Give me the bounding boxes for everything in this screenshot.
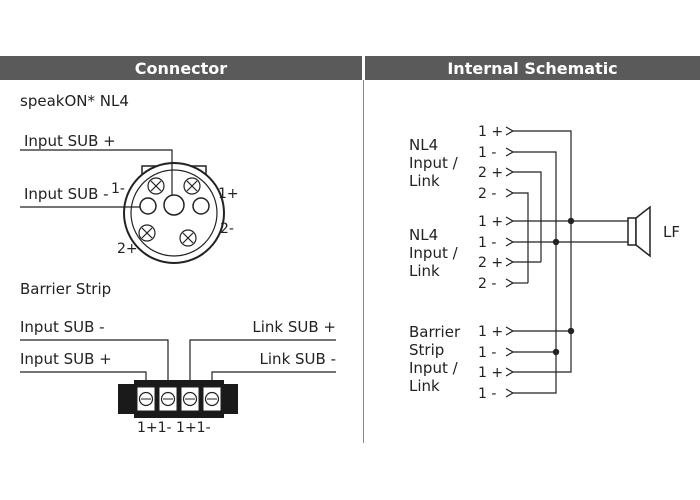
- speaker-label: LF: [663, 223, 680, 241]
- g2-pin-1plus: 1 +: [478, 214, 503, 230]
- group-1-line-3: Link: [409, 172, 440, 190]
- group-3-line-3: Input /: [409, 359, 459, 377]
- screw-terminal-3: [138, 224, 156, 242]
- wire-g1-2minus: [513, 192, 529, 283]
- group-2-line-2: Input /: [409, 244, 459, 262]
- barrier-wire-input-plus: [20, 371, 147, 386]
- screw-terminal-4: [179, 229, 197, 247]
- g1-pin-2minus: 2 -: [478, 186, 496, 202]
- speakon-pin-right: [192, 197, 210, 215]
- panel-divider: [363, 80, 364, 443]
- group-2-line-3: Link: [409, 262, 440, 280]
- pin-1-plus-label: 1+: [218, 186, 239, 202]
- schematic-wiring: [505, 126, 628, 398]
- group-1-line-2: Input /: [409, 154, 459, 172]
- schematic-header-label: Internal Schematic: [447, 58, 618, 78]
- pin-2-plus-label: 2+: [117, 241, 138, 257]
- barrier-input-plus-label: Input SUB +: [20, 350, 112, 368]
- barrier-terminal-3: [180, 386, 200, 412]
- schematic-pin-labels: 1 + 1 - 2 + 2 - 1 + 1 - 2 + 2 - 1 + 1 - …: [478, 124, 503, 402]
- input-sub-plus-lead: [20, 149, 173, 196]
- group-3-line-1: Barrier: [409, 323, 461, 341]
- g1-pin-2plus: 2 +: [478, 165, 503, 181]
- barrier-terminal-1: [136, 386, 156, 412]
- g1-pin-1plus: 1 +: [478, 124, 503, 140]
- group-3-label: Barrier Strip Input / Link: [409, 323, 461, 395]
- barrier-terminal-4: [202, 386, 222, 412]
- connector-header-label: Connector: [134, 58, 228, 78]
- link-sub-plus-label: Link SUB +: [252, 318, 336, 336]
- group-1-label: NL4 Input / Link: [409, 136, 459, 190]
- speakon-title: speakON* NL4: [20, 92, 129, 110]
- wire-g1-1plus: [513, 130, 572, 221]
- link-sub-minus-label: Link SUB -: [260, 350, 336, 368]
- wire-g3-1plus: [513, 221, 572, 332]
- pin-arrows: [505, 126, 515, 398]
- barrier-wire-link-minus: [211, 371, 336, 386]
- speaker-icon: [627, 205, 651, 258]
- connector-header: Connector: [0, 56, 362, 80]
- input-sub-minus-label: Input SUB -: [24, 185, 109, 203]
- barrier-wire-link-plus: [189, 339, 336, 386]
- wire-g3-1plus-b: [513, 331, 572, 373]
- schematic-header: Internal Schematic: [365, 56, 700, 80]
- group-3-line-4: Link: [409, 377, 440, 395]
- group-1-line-1: NL4: [409, 136, 438, 154]
- wire-g1-1minus: [513, 151, 557, 242]
- barrier-strip: [20, 339, 336, 418]
- g2-pin-2plus: 2 +: [478, 255, 503, 271]
- g3-pin-1minus: 1 -: [478, 345, 496, 361]
- junction-dots: [552, 217, 575, 356]
- wire-g3-1minus-b: [513, 352, 557, 394]
- g3-pin-1plus-b: 1 +: [478, 365, 503, 381]
- g2-pin-2minus: 2 -: [478, 276, 496, 292]
- g1-pin-1minus: 1 -: [478, 145, 496, 161]
- wire-g1-2plus: [513, 171, 542, 262]
- g3-pin-1plus: 1 +: [478, 324, 503, 340]
- speakon-center-pin: [163, 194, 185, 216]
- pin-2-minus-label: 2-: [220, 221, 234, 237]
- speakon-pin-left: [139, 197, 157, 215]
- group-2-label: NL4 Input / Link: [409, 226, 459, 280]
- wire-g3-1minus: [513, 242, 557, 353]
- g2-pin-1minus: 1 -: [478, 235, 496, 251]
- barrier-wire-input-minus: [20, 339, 169, 386]
- screw-terminal-1: [147, 177, 165, 195]
- barrier-pin-labels: 1+1- 1+1-: [137, 420, 211, 436]
- barrier-input-minus-label: Input SUB -: [20, 318, 105, 336]
- barrier-strip-title: Barrier Strip: [20, 280, 111, 298]
- group-3-line-2: Strip: [409, 341, 444, 359]
- input-sub-plus-label: Input SUB +: [24, 132, 116, 150]
- pin-1-minus-label: 1-: [111, 181, 125, 197]
- g3-pin-1minus-b: 1 -: [478, 386, 496, 402]
- group-2-line-1: NL4: [409, 226, 438, 244]
- screw-terminal-2: [183, 177, 201, 195]
- speakon-connector: [20, 149, 225, 264]
- barrier-terminal-2: [158, 386, 178, 412]
